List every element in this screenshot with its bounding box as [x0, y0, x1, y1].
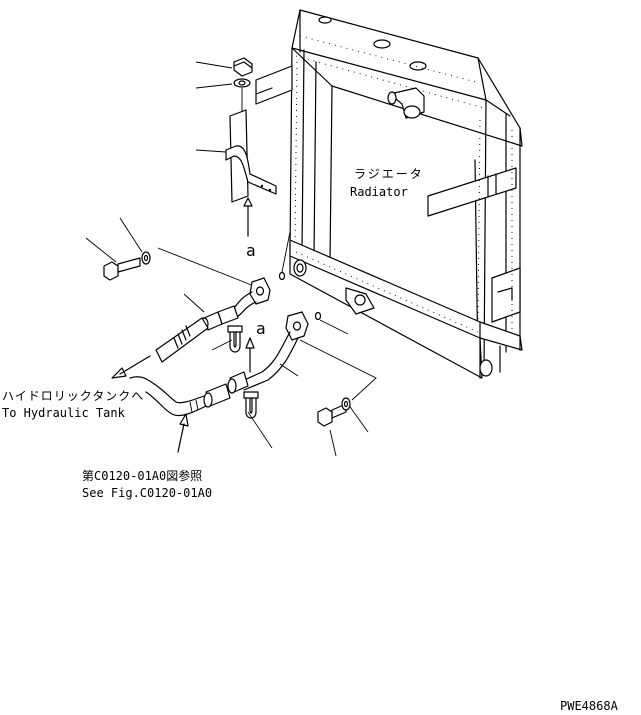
- see-fig-label-jp: 第C0120-01A0図参照: [82, 468, 202, 483]
- hydraulic-tank-label-jp: ハイドロリックタンクへ: [2, 389, 144, 403]
- hydraulic-tank-label-en: To Hydraulic Tank: [2, 406, 126, 420]
- ref-a-lower: a: [256, 319, 266, 338]
- see-fig-label-en: See Fig.C0120-01A0: [82, 486, 212, 500]
- leader-lines: [85, 61, 377, 457]
- radiator: [255, 9, 523, 379]
- upper-bolt: [103, 251, 151, 281]
- radiator-label-en: Radiator: [350, 185, 408, 199]
- rivet-rows: [294, 35, 513, 333]
- u-clips: [227, 325, 259, 419]
- ref-a-upper: a: [246, 241, 256, 260]
- drawing-code: PWE4868A: [560, 699, 619, 713]
- lower-hose-assembly: [129, 311, 309, 453]
- radiator-label-jp: ラジエータ: [354, 167, 424, 181]
- nut-washer-bracket: [225, 57, 277, 237]
- lower-bolt: [317, 397, 351, 427]
- upper-hose-assembly: [111, 277, 271, 379]
